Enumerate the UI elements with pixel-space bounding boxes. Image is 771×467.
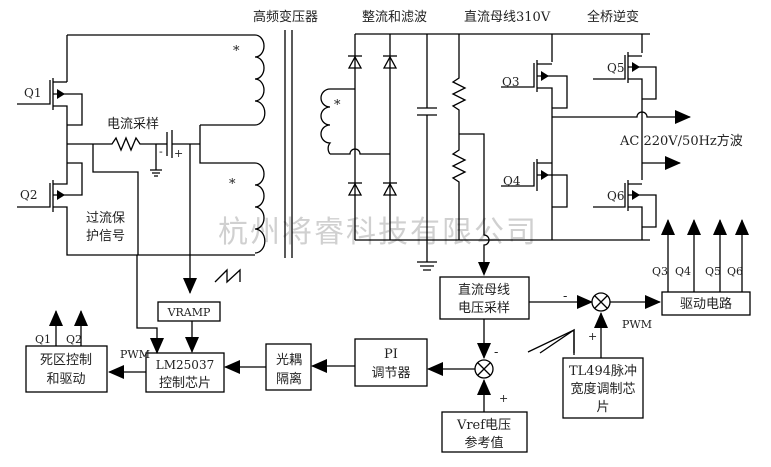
bus-sample-line1: 直流母线 bbox=[458, 283, 510, 298]
tl494-line1: TL494脉冲 bbox=[569, 364, 637, 379]
label-pwm-right: PWM bbox=[622, 318, 652, 331]
label-pwm-left: PWM bbox=[120, 348, 150, 361]
tl494-line2: 宽度调制芯 bbox=[570, 381, 635, 397]
opto-line1: 光耦 bbox=[276, 353, 302, 368]
mosfet-q2: Q2 bbox=[17, 162, 83, 245]
label-q3: Q3 bbox=[502, 75, 519, 89]
block-vref bbox=[441, 411, 528, 453]
label-q5: Q5 bbox=[607, 61, 624, 75]
rectifier-filter bbox=[330, 33, 650, 276]
tl494-line3: 片 bbox=[596, 400, 609, 415]
dot-primary-bottom: * bbox=[229, 177, 236, 192]
pi-line2: 调节器 bbox=[371, 366, 410, 381]
mosfet-q1: Q1 bbox=[17, 78, 83, 126]
label-inverter: 全桥逆变 bbox=[587, 9, 639, 25]
block-lm25037 bbox=[145, 352, 225, 393]
vref-line2: 参考值 bbox=[464, 435, 503, 451]
sj1-minus: - bbox=[494, 345, 498, 360]
lm25037-line2: 控制芯片 bbox=[159, 376, 211, 391]
label-transformer: 高频变压器 bbox=[253, 9, 318, 25]
lm25037-line1: LM25037 bbox=[156, 358, 214, 372]
label-ac-output: AC 220V/50Hz方波 bbox=[619, 133, 743, 149]
label-q6: Q6 bbox=[607, 189, 624, 203]
block-tl494 bbox=[562, 357, 644, 419]
sj1-plus: + bbox=[499, 392, 508, 405]
block-bus-sample bbox=[439, 276, 530, 320]
label-q1: Q1 bbox=[24, 86, 41, 100]
sj2-minus: - bbox=[563, 289, 567, 304]
hf-transformer: * * * bbox=[229, 30, 341, 258]
label-dc-bus: 直流母线310V bbox=[464, 10, 551, 25]
label-drv-q5: Q5 bbox=[705, 265, 721, 278]
block-deadzone-driver bbox=[25, 345, 108, 393]
bus-sample-line2: 电压采样 bbox=[458, 301, 510, 316]
pi-line1: PI bbox=[384, 347, 398, 362]
sj2-plus: + bbox=[588, 330, 597, 343]
primary-half-bridge: Q1 Q2 电流采样 - + 过流保 护信号 bbox=[17, 34, 255, 256]
cap-plus: + bbox=[174, 147, 183, 160]
full-bridge-inverter: Q3 Q4 Q5 Q6 AC 220V/50Hz方波 bbox=[501, 34, 743, 240]
label-rectifier: 整流和滤波 bbox=[362, 10, 427, 25]
mosfet-q6: Q6 bbox=[593, 180, 657, 240]
label-q4: Q4 bbox=[503, 174, 521, 188]
block-pi-regulator bbox=[354, 338, 428, 387]
label-drv-q4: Q4 bbox=[675, 265, 691, 278]
watermark: 杭州将睿科技有限公司 bbox=[218, 215, 538, 250]
mosfet-q5: Q5 bbox=[593, 52, 657, 180]
mosfet-q3: Q3 bbox=[501, 60, 568, 240]
block-optocoupler bbox=[265, 343, 312, 391]
vramp-label: VRAMP bbox=[167, 306, 211, 319]
label-deadzone-q1: Q1 bbox=[35, 333, 51, 346]
driver-label: 驱动电路 bbox=[680, 296, 732, 312]
block-driver-circuit bbox=[661, 291, 751, 316]
mosfet-q4: Q4 bbox=[501, 159, 568, 208]
deadzone-line1: 死区控制 bbox=[40, 353, 92, 368]
deadzone-line2: 和驱动 bbox=[46, 372, 85, 387]
label-drv-q6: Q6 bbox=[727, 265, 743, 278]
dot-secondary: * bbox=[334, 98, 341, 113]
label-overcurrent-1: 过流保 bbox=[86, 211, 125, 226]
opto-line2: 隔离 bbox=[276, 371, 302, 387]
vref-line1: Vref电压 bbox=[456, 418, 511, 433]
block-vramp bbox=[157, 301, 221, 322]
label-q2: Q2 bbox=[20, 188, 37, 202]
label-deadzone-q2: Q2 bbox=[66, 333, 82, 346]
cap-minus: - bbox=[159, 145, 163, 158]
label-drv-q3: Q3 bbox=[652, 265, 668, 278]
dot-primary-top: * bbox=[233, 44, 240, 59]
label-overcurrent-2: 护信号 bbox=[86, 229, 125, 244]
label-current-sample: 电流采样 bbox=[107, 117, 159, 132]
